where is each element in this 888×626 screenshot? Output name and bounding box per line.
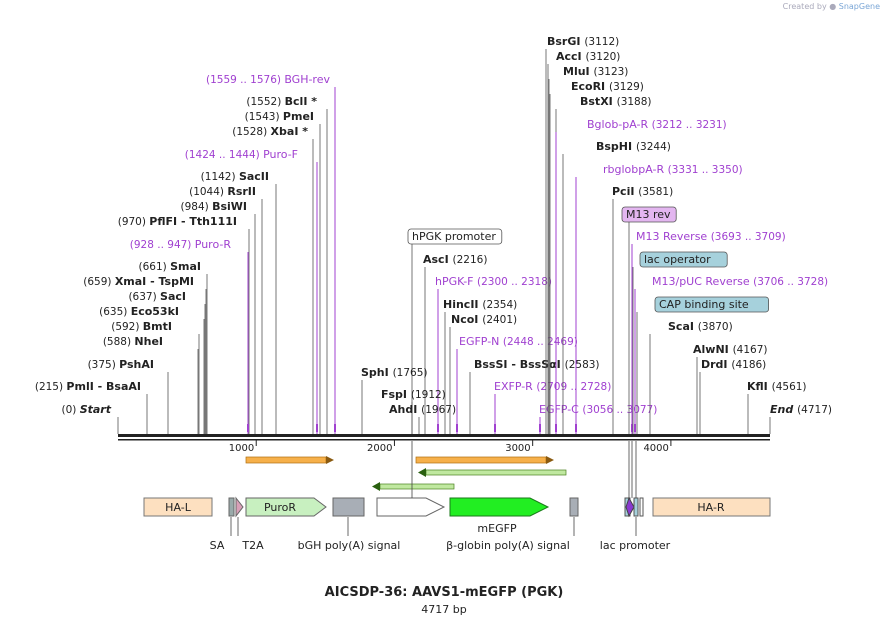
primer-arrow-egfp-region	[415, 456, 547, 464]
primer-arrow-rev-2	[379, 483, 455, 490]
site-label-puro-f: (1424 .. 1444) Puro-F	[185, 148, 298, 161]
feature-tag-box-m13-rev	[621, 206, 677, 223]
site-label-exfp-r: EXFP-R (2709 .. 2728)	[494, 380, 611, 393]
site-label-bcli: (1552) BclI *	[246, 95, 317, 108]
feature-label-ha-r: HA-R	[697, 501, 725, 514]
feature-megfp	[449, 497, 550, 517]
bottom-label-lac-promoter: lac promoter	[600, 539, 671, 552]
site-label-sacii: (1142) SacII	[201, 170, 269, 183]
site-label-m13-reverse: M13 Reverse (3693 .. 3709)	[636, 230, 786, 243]
site-label-egfp-c: EGFP-C (3056 .. 3077)	[539, 403, 657, 416]
site-label-bsiwi: (984) BsiWI	[180, 200, 247, 213]
snapgene-watermark: Created by ● SnapGene	[782, 2, 880, 11]
site-label-ncoi: NcoI (2401)	[451, 313, 517, 326]
primer-arrow-head	[326, 456, 334, 464]
site-label-m13-puc-reverse: M13/pUC Reverse (3706 .. 3728)	[652, 275, 828, 288]
site-label-bsphi: BspHI (3244)	[596, 140, 671, 153]
site-label-bstxi: BstXI (3188)	[580, 95, 652, 108]
feature-tag-box-lac-operator	[639, 251, 728, 268]
site-label-puro-r: (928 .. 947) Puro-R	[130, 238, 232, 251]
feature-m13rev	[625, 496, 635, 518]
site-label-xmai-tspmi: (659) XmaI - TspMI	[83, 275, 194, 288]
bottom-label-sa: SA	[210, 539, 225, 552]
site-label-pmei: (1543) PmeI	[245, 110, 314, 123]
feature-tag-box-cap-binding-site	[654, 296, 769, 313]
feature-t2a	[235, 496, 244, 518]
feature-ha-l	[143, 497, 213, 517]
site-label-rsrii: (1044) RsrII	[189, 185, 256, 198]
feature-label-megfp: mEGFP	[477, 522, 517, 535]
feature-label-ha-l: HA-L	[165, 501, 192, 514]
bottom-label-bgh-poly-a-signal: bGH poly(A) signal	[298, 539, 401, 552]
bottom-label-globin-poly-a-signal: β-globin poly(A) signal	[446, 539, 570, 552]
site-label-alwni: AlwNI (4167)	[693, 343, 768, 356]
site-label-saci: (637) SacI	[128, 290, 186, 303]
feature-tag-cap-binding-site: CAP binding site	[659, 298, 749, 311]
site-label-xbai: (1528) XbaI *	[232, 125, 308, 138]
feature-ha-r	[652, 497, 771, 517]
feature-bgh-polya	[332, 497, 365, 517]
feature-tag-m13-rev: M13 rev	[626, 208, 671, 221]
map-length: 4717 bp	[421, 603, 467, 616]
site-label-pmli-bsaai: (215) PmlI - BsaAI	[35, 380, 141, 393]
feature-lac-operator	[633, 497, 639, 517]
site-label-hpgk-f: hPGK-F (2300 .. 2318)	[435, 275, 552, 288]
feature-label-puror: PuroR	[264, 501, 296, 514]
site-label-bgh-rev: (1559 .. 1576) BGH-rev	[206, 73, 330, 86]
feature-puror	[245, 497, 327, 517]
site-label-bsrgi: BsrGI (3112)	[547, 35, 619, 48]
feature-tag-box-hpgk-promoter	[407, 228, 503, 245]
site-label-end: End (4717)	[770, 403, 832, 416]
site-label-ahdi: AhdI (1967)	[389, 403, 456, 416]
site-label-bsssi-bsss-i: BssSI - BssSαI (2583)	[474, 358, 600, 371]
site-label-bmti: (592) BmtI	[111, 320, 172, 333]
site-label-ecori: EcoRI (3129)	[571, 80, 644, 93]
site-label-pshai: (375) PshAI	[88, 358, 154, 371]
site-label-pcii: PciI (3581)	[612, 185, 673, 198]
site-label-drdi: DrdI (4186)	[701, 358, 766, 371]
primer-arrow-rev-1	[425, 469, 567, 476]
ruler-tick-label: 3000	[505, 443, 530, 454]
site-label-mlui: MluI (3123)	[563, 65, 628, 78]
sequence-backbone-strand	[118, 439, 770, 441]
feature-lac-promoter	[639, 497, 644, 517]
feature-sa	[228, 497, 235, 517]
site-label-pflfi-tth111i: (970) PflFI - Tth111I	[118, 215, 237, 228]
ruler-tick-label: 4000	[643, 443, 668, 454]
feature-tag-hpgk-promoter: hPGK promoter	[412, 230, 496, 243]
primer-arrow-head	[372, 482, 380, 491]
site-label-sphi: SphI (1765)	[361, 366, 427, 379]
snapgene-logo-icon: ●	[829, 2, 837, 11]
site-label-smai: (661) SmaI	[139, 260, 201, 273]
site-label-scai: ScaI (3870)	[668, 320, 733, 333]
site-label-bglob-pa-r: Bglob-pA-R (3212 .. 3231)	[587, 118, 727, 131]
site-label-asci: AscI (2216)	[423, 253, 487, 266]
site-label-nhei: (588) NheI	[103, 335, 163, 348]
feature-tag-lac-operator: lac operator	[644, 253, 711, 266]
site-label-kfli: KflI (4561)	[747, 380, 807, 393]
feature-hpgk-promoter	[376, 497, 446, 517]
site-label-start: (0) Start	[61, 403, 111, 416]
map-title: AICSDP-36: AAVS1-mEGFP (PGK)	[324, 585, 564, 600]
primer-arrow-puro-region	[245, 456, 327, 464]
primer-arrow-head	[418, 468, 426, 477]
site-label-egfp-n: EGFP-N (2448 .. 2469)	[459, 335, 578, 348]
site-label-rbglobpa-r: rbglobpA-R (3331 .. 3350)	[603, 163, 743, 176]
site-label-fspi: FspI (1912)	[381, 388, 446, 401]
ruler-tick-label: 2000	[367, 443, 392, 454]
ruler-tick-label: 1000	[229, 443, 254, 454]
site-label-eco53ki: (635) Eco53kI	[99, 305, 179, 318]
site-label-acci: AccI (3120)	[556, 50, 620, 63]
feature-bglobin-polya	[569, 497, 579, 517]
primer-arrow-head	[546, 456, 554, 464]
site-label-hincii: HincII (2354)	[443, 298, 517, 311]
bottom-label-t2a: T2A	[241, 539, 264, 552]
sequence-backbone	[118, 434, 770, 437]
